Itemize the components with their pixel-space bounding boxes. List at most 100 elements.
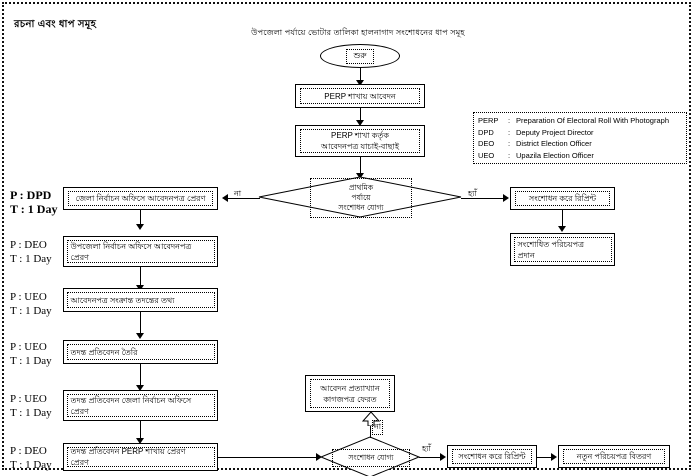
node-perp-apply[interactable]: PERP শাখায় আবেদন	[295, 84, 425, 108]
decision-2-line1: সংশোধন যোগ্য	[348, 453, 394, 462]
node-report-to-perp-line2: প্রেরণ	[70, 458, 89, 467]
node-new-card-distribute-label: নতুন পরিচয়পত্র বিতরণ	[563, 449, 665, 464]
arrow-decision2-yes	[440, 453, 446, 461]
connector-ueo-to-investigation	[140, 267, 141, 287]
legend-value: Deputy Project Director	[516, 127, 594, 137]
edge-label-no-1: না	[234, 189, 242, 198]
decision-primary-line3: সংশোধন যোগ্য	[338, 203, 384, 212]
start-node[interactable]: শুরু	[320, 44, 400, 68]
connector-reprint1-to-deliver	[562, 210, 563, 228]
legend-value: District Election Officer	[516, 139, 592, 148]
arrow-decision2-no	[362, 412, 380, 426]
node-investigation-info[interactable]: আবেদনপত্র সংক্রান্ত তদন্তের তথ্য	[63, 288, 218, 312]
arrow-reprint2-to-distribute	[551, 453, 557, 461]
node-report-to-perp-line1: তদন্ত প্রতিবেদন PERP শাখায় প্রেরণ	[70, 447, 186, 456]
node-reject-line2: কাগজপত্র ফেরত	[323, 394, 377, 404]
decision-primary-correctable[interactable]: প্রাথমিক পর্যায়ে সংশোধন যোগ্য	[258, 176, 462, 218]
connector-reprint2-to-distribute	[537, 457, 553, 458]
legend-sep: :	[508, 139, 511, 148]
node-correct-reprint-2[interactable]: সংশোধন করে রিপ্রিন্ট	[447, 445, 537, 468]
legend-row: PERP:Preparation Of Electoral Roll With …	[478, 115, 682, 127]
role-time-6: T : 1 Day	[10, 459, 52, 471]
flowchart-title: উপজেলা পর্যায়ে ভোটার তালিকা হালনাগাদ সং…	[251, 28, 465, 37]
node-perp-verify-line1: PERP শাখা কর্তৃক	[331, 131, 389, 140]
connector-perp-to-decision2	[218, 457, 318, 458]
decision-correctable-2-label: সংশোধন যোগ্য	[320, 436, 420, 476]
legend-value: Upazila Election Officer	[516, 150, 594, 160]
role-person-2: P : DEO	[10, 239, 47, 251]
page-title: রচনা এবং ধাপ সমূহ	[14, 19, 97, 30]
node-investigation-info-label: আবেদনপত্র সংক্রান্ত তদন্তের তথ্য	[66, 292, 215, 308]
legend-value: Preparation Of Electoral Roll With Photo…	[516, 116, 669, 125]
page-border	[2, 2, 691, 470]
node-reject-application[interactable]: আবেদন প্রত্যাখ্যান কাগজপত্র ফেরত	[305, 375, 395, 412]
legend-key: PERP	[478, 116, 499, 125]
connector-report-to-deo	[140, 364, 141, 387]
connector-deo-to-ueo	[140, 210, 141, 226]
legend-sep: :	[508, 150, 511, 160]
node-deliver-corrected-inner: সংশোধিত পরিচয়পত্র প্রদান	[513, 237, 612, 262]
node-perp-verify-inner: PERP শাখা কর্তৃক আবেদনপত্র যাচাই-বাছাই	[300, 129, 420, 153]
node-send-to-ueo-line2: প্রেরণ	[70, 252, 89, 262]
connector-investigation-to-report	[140, 312, 141, 335]
node-report-prepare-label: তদন্ত প্রতিবেদন তৈরি	[66, 344, 215, 360]
node-send-to-ueo-inner: উপজেলা নির্বাচন অফিসে আবেদনপত্র প্রেরণ	[66, 240, 215, 263]
edge-label-no-2: না	[372, 420, 384, 435]
arrow-perp-to-decision2	[316, 453, 322, 461]
arrow-investigation-to-report	[136, 333, 144, 339]
node-reject-line1: আবেদন প্রত্যাখ্যান	[320, 383, 380, 393]
legend-key: DPD	[478, 127, 494, 137]
node-deliver-corrected-line2: প্রদান	[517, 250, 535, 260]
role-person-6: P : DEO	[10, 445, 47, 457]
node-report-prepare[interactable]: তদন্ত প্রতিবেদন তৈরি	[63, 340, 218, 364]
node-report-to-perp[interactable]: তদন্ত প্রতিবেদন PERP শাখায় প্রেরণ প্রের…	[63, 443, 218, 471]
connector-apply-to-verify	[360, 108, 361, 122]
node-perp-verify-line2: আবেদনপত্র যাচাই-বাছাই	[320, 142, 399, 151]
legend-key: UEO	[478, 150, 495, 160]
role-label-5: P : UEO T : 1 Day	[10, 392, 52, 420]
node-send-to-ueo[interactable]: উপজেলা নির্বাচন অফিসে আবেদনপত্র প্রেরণ	[63, 236, 218, 267]
connector-decision1-no	[228, 198, 260, 199]
node-report-to-deo[interactable]: তদন্ত প্রতিবেদন জেলা নির্বাচন অফিসে প্রে…	[63, 390, 218, 421]
arrow-verify-to-decision1	[356, 173, 364, 179]
connector-start-to-apply	[360, 68, 361, 82]
arrow-apply-to-verify	[356, 120, 364, 126]
node-deliver-corrected-card[interactable]: সংশোধিত পরিচয়পত্র প্রদান	[510, 233, 615, 266]
role-label-6: P : DEO T : 1 Day	[10, 444, 52, 472]
node-send-to-deo[interactable]: জেলা নির্বাচন অফিসে আবেদনপত্র প্রেরণ	[63, 187, 218, 210]
connector-deo-to-perp	[140, 421, 141, 440]
role-label-1: P : DPD T : 1 Day	[10, 188, 57, 216]
node-correct-reprint-1-label: সংশোধন করে রিপ্রিন্ট	[515, 191, 610, 206]
connector-decision2-no	[370, 418, 371, 438]
node-new-card-distribute[interactable]: নতুন পরিচয়পত্র বিতরণ	[558, 445, 670, 468]
decision-primary-line1: প্রাথমিক	[348, 183, 374, 192]
role-time-2: T : 1 Day	[10, 253, 52, 265]
role-time-4: T : 1 Day	[10, 355, 52, 367]
node-report-to-perp-inner: তদন্ত প্রতিবেদন PERP শাখায় প্রেরণ প্রের…	[66, 447, 215, 467]
connector-decision2-yes	[419, 457, 442, 458]
role-label-4: P : UEO T : 1 Day	[10, 340, 52, 368]
node-perp-verify[interactable]: PERP শাখা কর্তৃক আবেদনপত্র যাচাই-বাছাই	[295, 125, 425, 157]
connector-verify-to-decision1	[360, 157, 361, 176]
role-time-5: T : 1 Day	[10, 407, 52, 419]
legend-key: DEO	[478, 139, 495, 148]
node-report-to-deo-line1: তদন্ত প্রতিবেদন জেলা নির্বাচন অফিসে	[70, 395, 192, 405]
legend-sep: :	[508, 127, 511, 137]
legend-row: UEO: Upazila Election Officer	[478, 150, 682, 162]
node-correct-reprint-2-label: সংশোধন করে রিপ্রিন্ট	[452, 449, 532, 464]
role-person-5: P : UEO	[10, 393, 47, 405]
node-correct-reprint-1[interactable]: সংশোধন করে রিপ্রিন্ট	[510, 187, 615, 210]
decision-primary-label: প্রাথমিক পর্যায়ে সংশোধন যোগ্য	[258, 176, 462, 218]
arrow-decision1-no	[222, 194, 228, 202]
arrow-deo-to-ueo	[136, 224, 144, 230]
role-person-4: P : UEO	[10, 341, 47, 353]
role-person-3: P : UEO	[10, 291, 47, 303]
node-deliver-corrected-line1: সংশোধিত পরিচয়পত্র	[517, 239, 584, 249]
decision-correctable-2[interactable]: সংশোধন যোগ্য	[320, 436, 420, 476]
node-perp-apply-label: PERP শাখায় আবেদন	[300, 88, 420, 104]
node-report-to-deo-line2: প্রেরণ	[70, 406, 89, 416]
arrow-reprint1-to-deliver	[558, 226, 566, 232]
arrow-start-to-apply	[356, 80, 364, 86]
node-reject-inner: আবেদন প্রত্যাখ্যান কাগজপত্র ফেরত	[310, 379, 390, 408]
